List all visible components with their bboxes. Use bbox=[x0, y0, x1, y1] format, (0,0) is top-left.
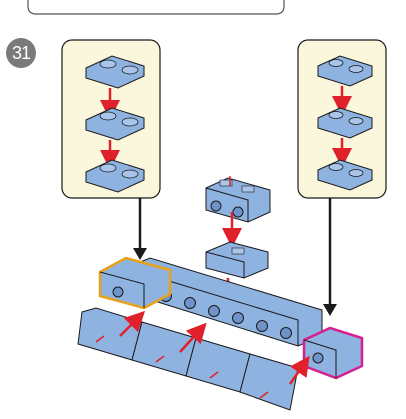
previous-step-frame bbox=[27, 0, 285, 15]
plate-1x2-with-clip bbox=[85, 107, 145, 141]
tile-slope-row bbox=[77, 307, 299, 411]
plate-1x2-with-clip bbox=[317, 159, 373, 191]
plate-1x2-with-clip bbox=[85, 55, 145, 89]
step-number-badge: 31 bbox=[6, 38, 36, 68]
attach-arrow bbox=[288, 355, 310, 385]
brick-1x2-technic-hole bbox=[205, 176, 271, 223]
highlighted-block-left bbox=[98, 256, 172, 310]
plate-1x2-center bbox=[205, 241, 269, 279]
pointer-arrow-head bbox=[323, 304, 337, 316]
callout-left bbox=[61, 39, 161, 199]
callout-right bbox=[297, 39, 387, 199]
attach-arrow bbox=[119, 310, 146, 337]
plate-1x2-with-clip bbox=[85, 159, 145, 193]
attach-arrow bbox=[179, 322, 207, 353]
plate-1x2-with-clip bbox=[317, 55, 373, 87]
highlighted-block-right bbox=[302, 326, 364, 380]
plate-1x2-with-clip bbox=[317, 107, 373, 139]
pointer-arrow-head bbox=[133, 248, 147, 260]
